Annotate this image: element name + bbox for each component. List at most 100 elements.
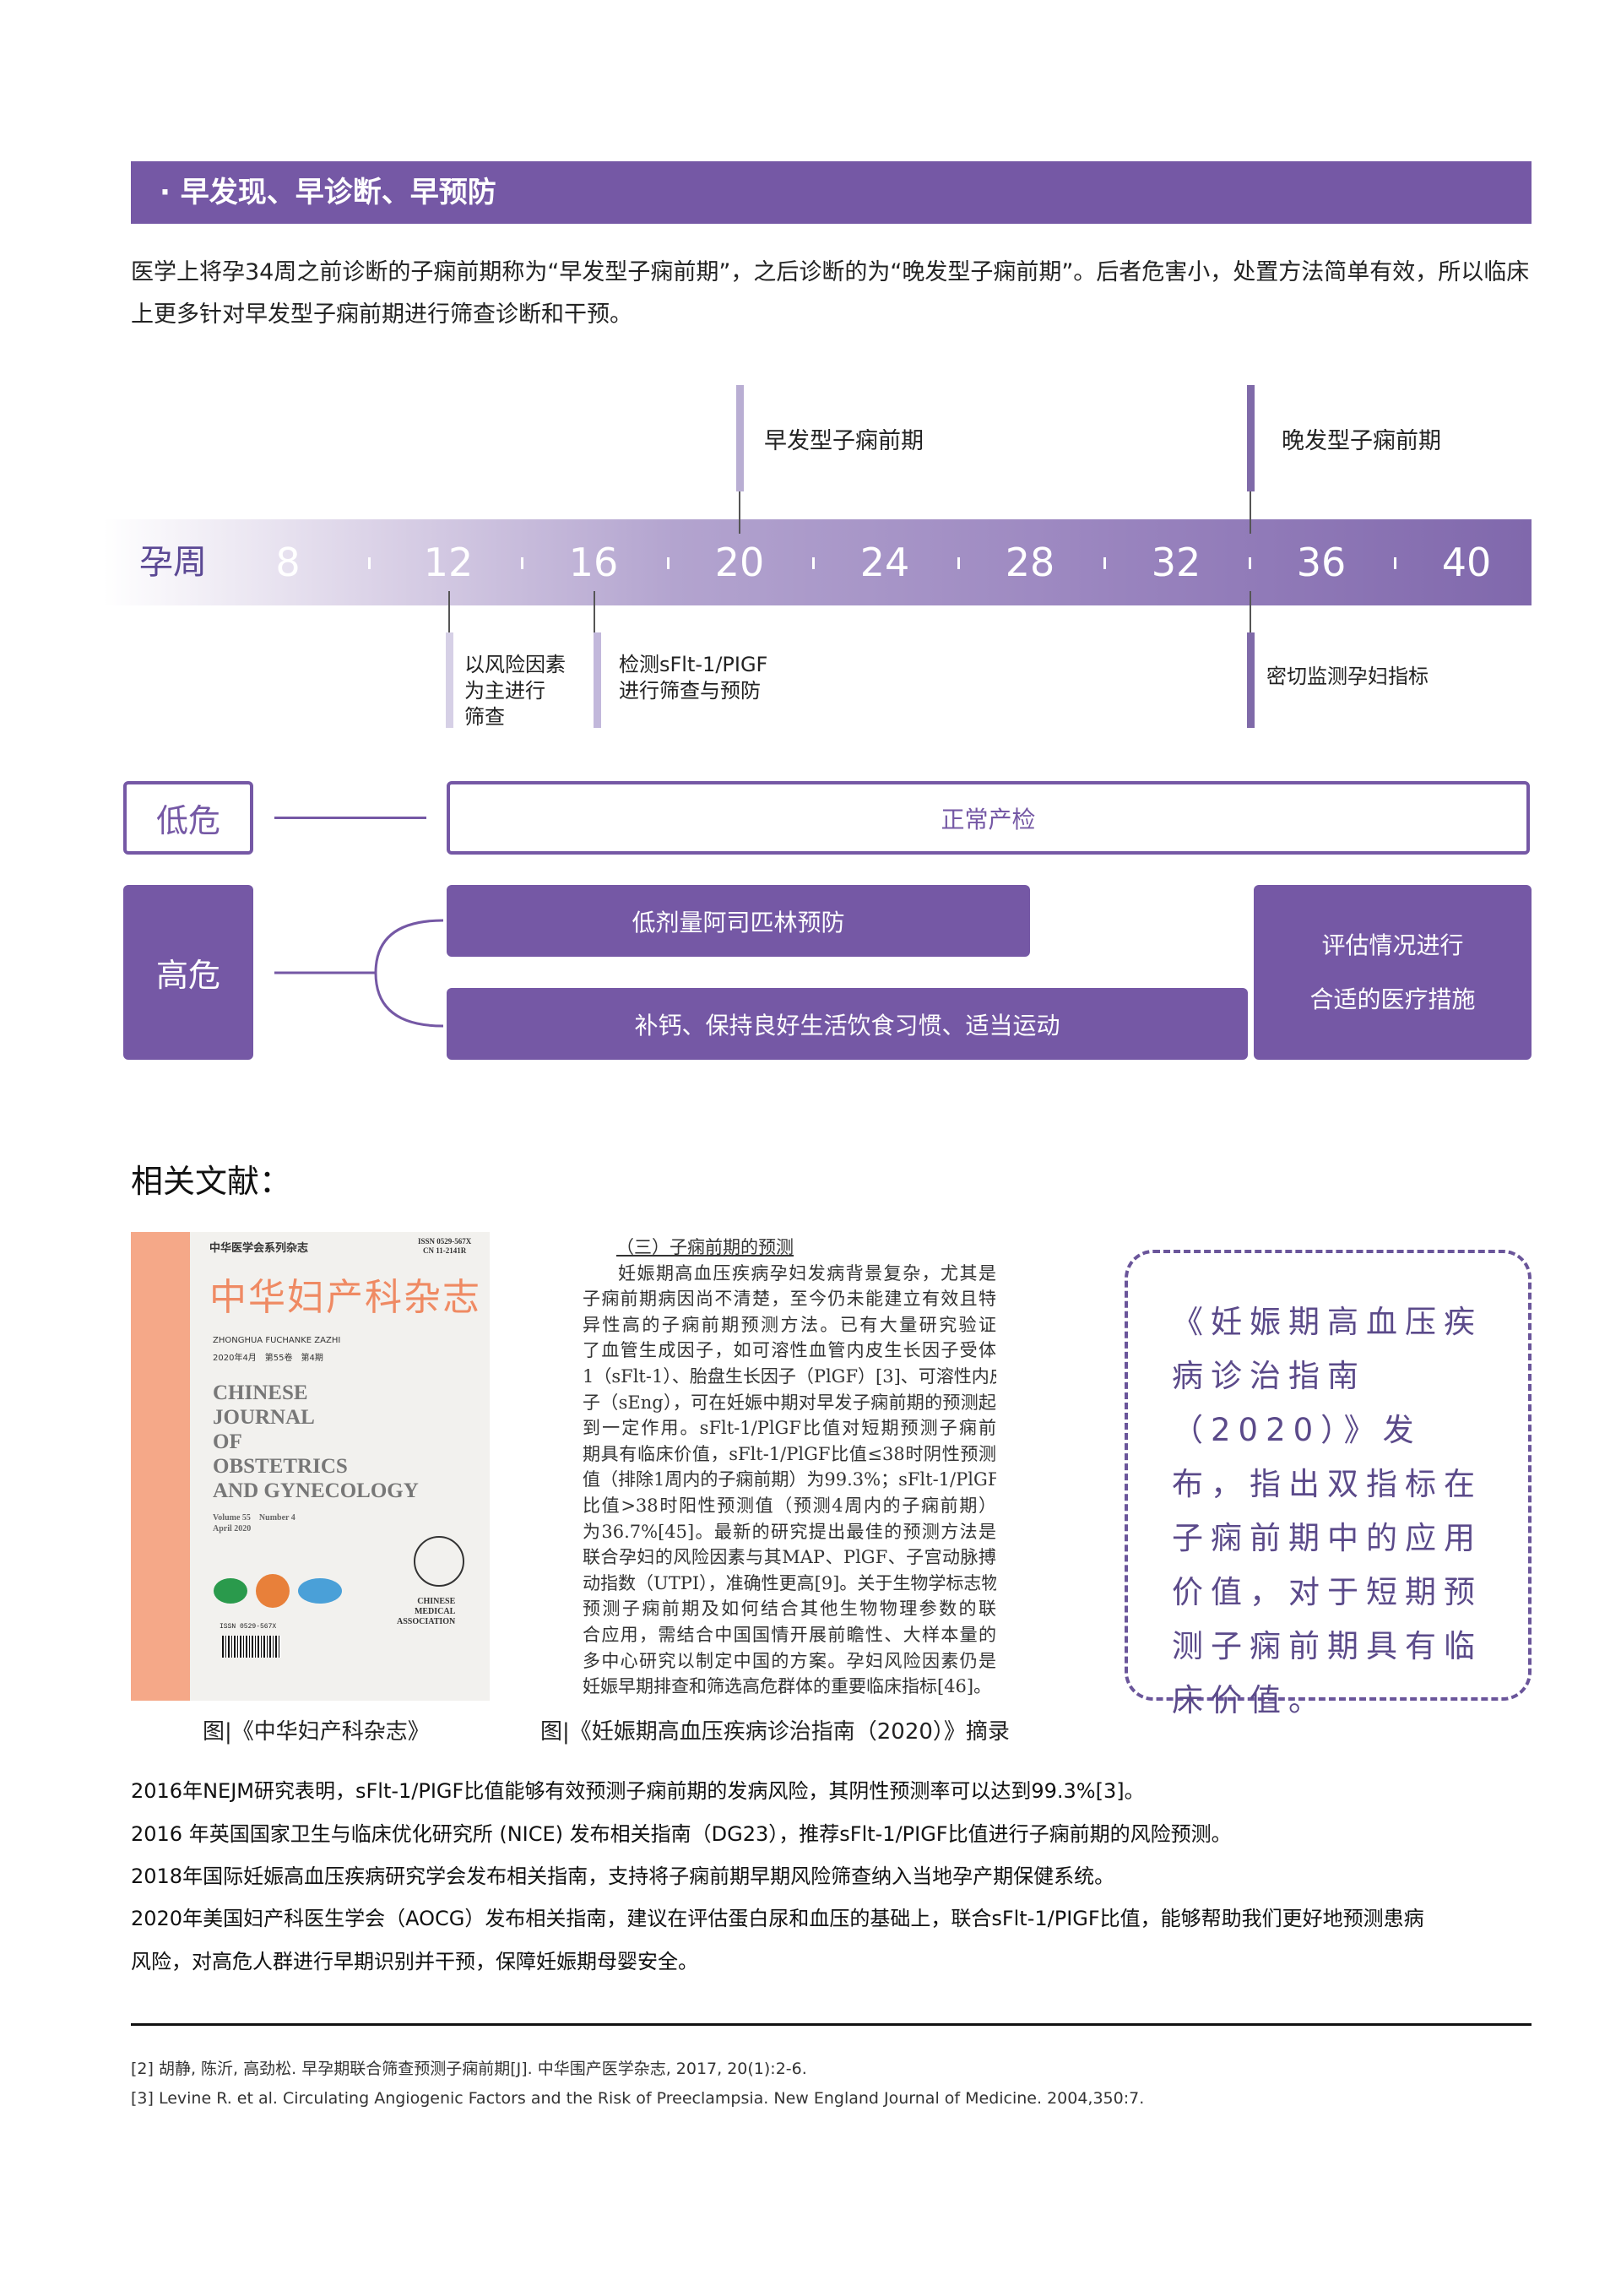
- excerpt-line: 合应用，需结合中国国情开展前瞻性、大样本量的: [583, 1624, 996, 1645]
- excerpt-line: 多中心研究以制定中国的方案。孕妇风险因素仍是: [583, 1650, 996, 1671]
- assess-line: 评估情况进行: [1321, 931, 1464, 959]
- tick-mark: [1394, 557, 1396, 569]
- literature-title: 相关文献：: [131, 1163, 292, 1200]
- reference: [2] 胡静, 陈沂, 高劲松. 早孕期联合筛查预测子痫前期[J]. 中华围产医…: [131, 2060, 807, 2078]
- week-label: 40: [1441, 540, 1492, 585]
- paragraph: 2016 年英国国家卫生与临床优化研究所 (NICE) 发布相关指南（DG23）…: [131, 1822, 1232, 1846]
- tick-mark: [666, 557, 670, 569]
- aspirin-box: 低剂量阿司匹林预防: [447, 885, 1030, 957]
- cover-pinyin: ZHONGHUA FUCHANKE ZAZHI: [213, 1336, 341, 1345]
- reference: [3] Levine R. et al. Circulating Angioge…: [131, 2089, 1145, 2108]
- low-risk-label: 低危: [123, 781, 253, 855]
- week-label: 12: [423, 540, 474, 585]
- title-en-line: JOURNAL: [213, 1406, 315, 1429]
- paragraph: 风险，对高危人群进行早期识别并干预，保障妊娠期母婴安全。: [131, 1950, 698, 1973]
- caption-excerpt: 图|《妊娠期高血压疾病诊治指南（2020）》摘录: [540, 1719, 1010, 1745]
- assess-box: 评估情况进行 合适的医疗措施: [1254, 885, 1532, 1060]
- excerpt-line: 期具有临床价值，sFlt-1/PlGF比值≤38时阴性预测: [583, 1443, 996, 1464]
- note-12-line: 筛查: [464, 705, 505, 729]
- marker-34: [1247, 632, 1255, 728]
- logo-icon: [298, 1578, 342, 1604]
- week-label: 24: [859, 540, 910, 585]
- excerpt-line: 了血管生成因子，如可溶性血管内皮生长因子受体: [583, 1340, 996, 1361]
- early-onset-label: 早发型子痫前期: [764, 428, 924, 454]
- title-en-line: OBSTETRICS: [213, 1455, 348, 1478]
- publisher-line: MEDICAL: [414, 1607, 456, 1616]
- excerpt-line: 子（sEng），可在妊娠中期对早发子痫前期的预测起: [583, 1392, 996, 1413]
- cover-title-en: CHINESE JOURNAL OF OBSTETRICS AND GYNECO…: [213, 1381, 419, 1503]
- week-label: 8: [275, 540, 301, 585]
- excerpt-line: 妊娠早期排查和筛选高危群体的重要临床指标[46]。: [583, 1676, 992, 1697]
- paragraph: 2020年美国妇产科医生学会（AOCG）发布相关指南，建议在评估蛋白尿和血压的基…: [131, 1907, 1424, 1930]
- excerpt-line: 异性高的子痫前期预测方法。已有大量研究验证: [583, 1314, 996, 1335]
- late-onset-label: 晚发型子痫前期: [1282, 428, 1441, 454]
- logo-icon: [256, 1574, 290, 1608]
- line-34-bottom: [1250, 591, 1251, 633]
- cover-series: 中华医学会系列杂志: [209, 1242, 309, 1255]
- barcode-icon: [222, 1636, 281, 1658]
- section-header: · 早发现、早诊断、早预防: [131, 161, 1532, 224]
- high-risk-label: 高危: [123, 885, 253, 1060]
- tick-mark: [1249, 557, 1251, 569]
- assess-line: 合适的医疗措施: [1309, 985, 1476, 1013]
- tick-mark: [812, 557, 815, 569]
- title-en-line: AND GYNECOLOGY: [213, 1479, 419, 1502]
- note-12: 以风险因素 为主进行 筛查: [464, 652, 566, 730]
- callout-box: 《妊娠期高血压疾病诊治指南（2020）》发布，指出双指标在子痫前期中的应用价值，…: [1125, 1250, 1532, 1718]
- week-label: 16: [568, 540, 619, 585]
- week-label: 32: [1151, 540, 1201, 585]
- cover-spine: [131, 1232, 190, 1701]
- excerpt-line: 动指数（UTPI），准确性更高[9]。关于生物学标志物: [583, 1572, 996, 1593]
- lifestyle-box: 补钙、保持良好生活饮食习惯、适当运动: [447, 988, 1248, 1060]
- title-en-line: OF: [213, 1430, 242, 1453]
- line-20: [739, 491, 740, 534]
- title-en-line: CHINESE: [213, 1381, 308, 1404]
- cma-emblem-icon: [414, 1536, 464, 1587]
- excerpt-line: 为36.7%[45]。最新的研究提出最佳的预测方法是: [583, 1521, 996, 1542]
- excerpt-line: 到一定作用。sFlt-1/PlGF比值对短期预测子痫前: [583, 1418, 996, 1439]
- paragraph: 2016年NEJM研究表明，sFlt-1/PIGF比值能够有效预测子痫前期的发病…: [131, 1779, 1145, 1803]
- late-marker: [1247, 385, 1255, 491]
- high-risk-bracket: [274, 919, 444, 1028]
- week-label: 36: [1296, 540, 1347, 585]
- note-16-line: 检测sFlt-1/PIGF: [619, 653, 768, 676]
- tick-mark: [957, 557, 960, 569]
- note-34: 密切监测孕妇指标: [1266, 665, 1429, 688]
- line-12: [448, 591, 450, 633]
- excerpt-heading: （三）子痫前期的预测: [616, 1237, 794, 1257]
- date: April 2020: [213, 1524, 252, 1533]
- volume: Volume 55 Number 4: [213, 1513, 295, 1523]
- excerpt-line: 1（sFlt-1）、胎盘生长因子（PlGF）[3]、可溶性内皮因: [583, 1365, 996, 1387]
- tick-mark: [1103, 557, 1106, 569]
- early-marker: [736, 385, 744, 491]
- axis-label: 孕周: [139, 543, 207, 582]
- cn: CN 11-2141R: [423, 1246, 467, 1255]
- excerpt-line: 值（排除1周内的子痫前期）为99.3%；sFlt-1/PlGF: [583, 1469, 996, 1490]
- excerpt-line: 联合孕妇的风险因素与其MAP、PlGF、子宫动脉搏: [583, 1547, 996, 1568]
- routine-checkup-box: 正常产检: [447, 781, 1530, 855]
- cover-issue: 2020年4月 第55卷 第4期: [213, 1354, 323, 1363]
- tick-mark: [368, 557, 371, 569]
- marker-16: [594, 632, 601, 728]
- issn: ISSN 0529-567X: [418, 1237, 472, 1246]
- publisher-line: ASSOCIATION: [397, 1617, 456, 1626]
- note-12-line: 以风险因素: [464, 653, 566, 676]
- excerpt-body: 妊娠期高血压疾病孕妇发病背景复杂，尤其是子痫前期病因尚不清楚，至今仍未能建立有效…: [583, 1261, 996, 1700]
- note-16: 检测sFlt-1/PIGF 进行筛查与预防: [619, 652, 767, 704]
- line-34-top: [1250, 491, 1251, 534]
- week-timeline-bar: [103, 519, 1532, 605]
- week-label: 20: [714, 540, 765, 585]
- week-label: 28: [1005, 540, 1055, 585]
- caption-cover: 图|《中华妇产科杂志》: [203, 1719, 430, 1745]
- excerpt-line: 预测子痫前期及如何结合其他生物物理参数的联: [583, 1599, 996, 1620]
- tick-mark: [521, 557, 523, 569]
- low-risk-connector: [274, 817, 426, 819]
- paragraph: 2018年国际妊娠高血压疾病研究学会发布相关指南，支持将子痫前期早期风险筛查纳入…: [131, 1864, 1115, 1888]
- note-16-line: 进行筛查与预防: [619, 679, 761, 703]
- excerpt-line: 子痫前期病因尚不清楚，至今仍未能建立有效且特: [583, 1289, 996, 1310]
- divider: [131, 2023, 1532, 2026]
- publisher-line: CHINESE: [417, 1597, 456, 1606]
